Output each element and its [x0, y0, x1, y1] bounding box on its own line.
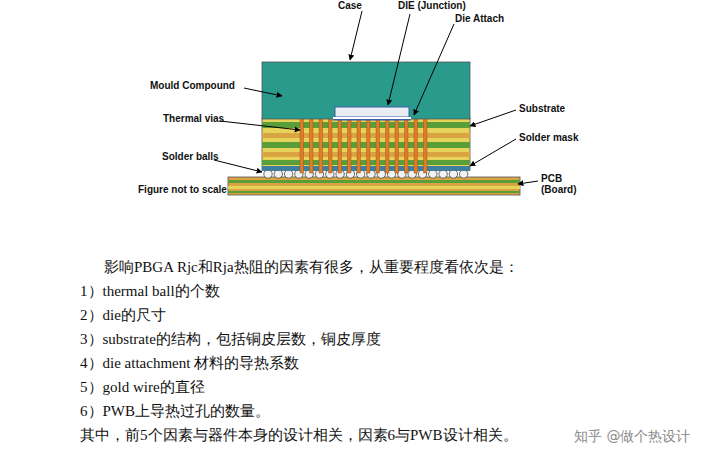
body-text: 5）gold wire的直径 — [80, 378, 205, 397]
part-label: Case — [338, 0, 362, 11]
solder-balls — [264, 170, 468, 178]
part-label: Solder balls — [162, 151, 219, 162]
part-label: Mould Compound — [150, 80, 235, 91]
part-label: Solder mask — [519, 132, 578, 143]
body-text: 1）thermal ball的个数 — [80, 282, 220, 301]
watermark: 知乎 @做个热设计 — [574, 428, 690, 446]
body-text: 影响PBGA Rjc和Rja热阻的因素有很多，从重要程度看依次是： — [104, 258, 519, 277]
die — [335, 107, 409, 117]
part-label: Substrate — [519, 103, 565, 114]
body-text: 4）die attachment 材料的导热系数 — [80, 354, 299, 373]
body-text: 其中，前5个因素与器件本身的设计相关，因素6与PWB设计相关。 — [80, 426, 518, 445]
thermal-vias — [300, 118, 427, 173]
note-text: Figure not to scale — [138, 184, 227, 195]
part-label: DIE (Junction) — [398, 0, 466, 11]
die-attach — [333, 117, 411, 119]
part-label: Die Attach — [455, 13, 504, 24]
mould-compound — [262, 62, 470, 119]
body-text: 6）PWB上导热过孔的数量。 — [80, 402, 270, 421]
body-text: 2）die的尺寸 — [80, 306, 166, 325]
solder-mask — [262, 166, 470, 171]
leader-lines — [214, 11, 538, 184]
body-text: 3）substrate的结构，包括铜皮层数，铜皮厚度 — [80, 330, 381, 349]
part-label: Thermal vias — [163, 113, 224, 124]
pcb-board — [228, 177, 520, 195]
part-label: PCB (Board) — [541, 173, 587, 195]
substrate — [262, 118, 470, 171]
